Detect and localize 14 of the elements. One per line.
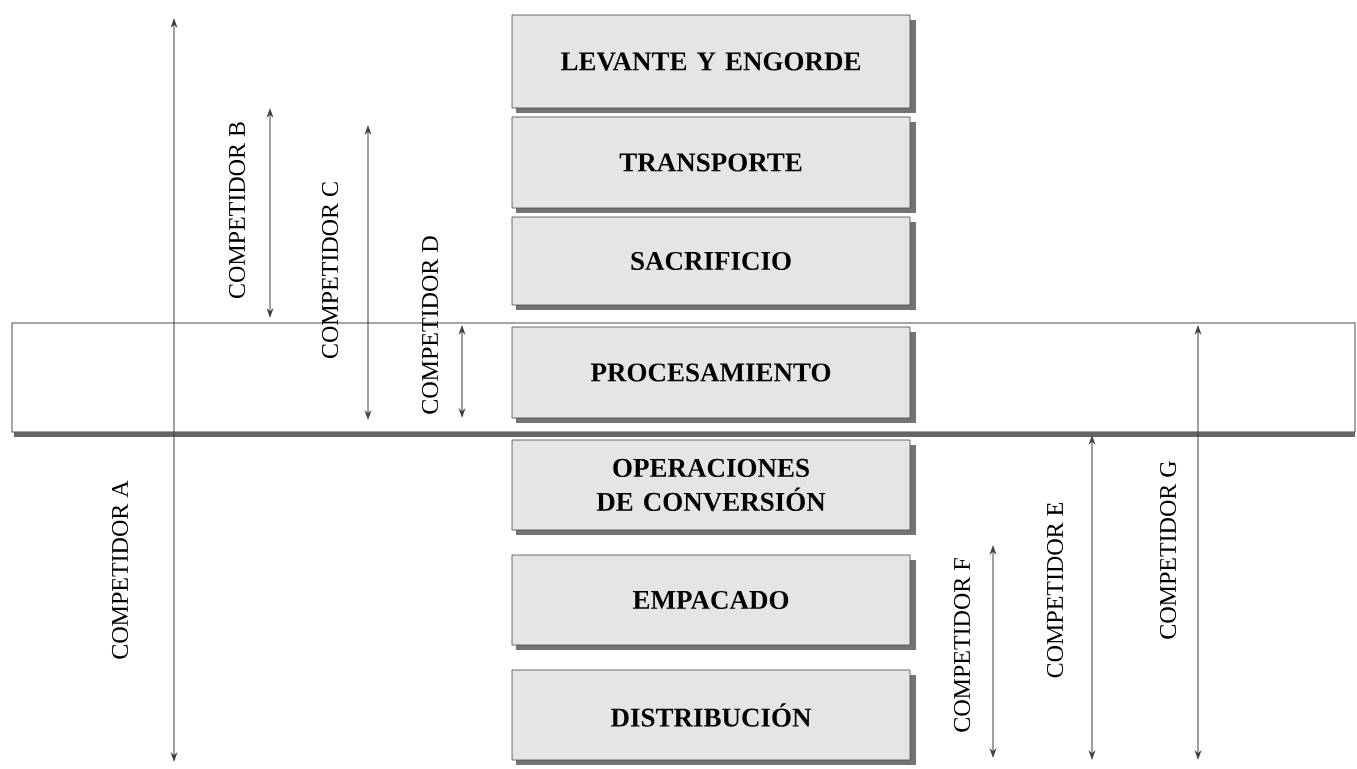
competitor-label: COMPETIDOR F xyxy=(953,558,971,732)
stage-box: OPERACIONES DE CONVERSIÓN xyxy=(511,439,911,531)
stage-box: TRANSPORTE xyxy=(511,116,911,209)
stage-box: LEVANTE Y ENGORDE xyxy=(511,14,911,109)
stage-box: DISTRIBUCIÓN xyxy=(511,669,911,761)
stage-box: SACRIFICIO xyxy=(511,216,911,306)
competitor-label: COMPETIDOR D xyxy=(421,236,439,414)
competitor-label: COMPETIDOR G xyxy=(1159,461,1177,639)
competitor-label: COMPETIDOR A xyxy=(111,480,129,659)
competitor-label: COMPETIDOR B xyxy=(228,122,246,299)
competitor-label: COMPETIDOR E xyxy=(1046,502,1064,678)
competitor-label: COMPETIDOR C xyxy=(321,182,339,359)
stage-box: PROCESAMIENTO xyxy=(511,326,911,419)
stage-box: EMPACADO xyxy=(511,554,911,646)
